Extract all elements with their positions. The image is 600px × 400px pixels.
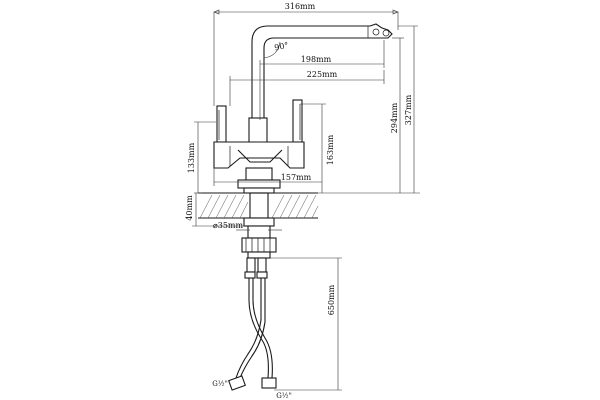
base-ring <box>243 187 275 194</box>
hose-left-inner <box>239 278 266 379</box>
label-spout-reach-outer: 225mm <box>307 70 338 79</box>
fitting-left-nut <box>228 375 246 391</box>
hose-left-outer <box>235 278 262 379</box>
label-body-height-right: 163mm <box>326 134 335 165</box>
label-hole-diameter: ⌀35mm <box>213 221 244 230</box>
spout-outer-edge <box>251 25 370 120</box>
shank <box>249 192 269 219</box>
hose-right-inner <box>252 278 273 379</box>
base-flange <box>237 179 281 189</box>
hatch-right <box>271 194 319 219</box>
body-center-detail <box>237 149 283 163</box>
countertop <box>198 192 319 219</box>
aerator-right <box>382 29 390 37</box>
dimension-labels: 316mm 90° 198mm 225mm 294mm 327mm 133mm … <box>185 2 413 400</box>
spout-inner-edge <box>263 37 372 120</box>
supply-hoses <box>228 257 277 391</box>
hose-connector-right <box>257 257 267 273</box>
fixing-bottom <box>247 251 271 259</box>
spout <box>251 23 393 120</box>
fixing-sleeve <box>247 225 271 239</box>
label-spout-height: 294mm <box>390 102 399 133</box>
right-lever <box>292 99 303 143</box>
label-spout-angle: 90° <box>274 41 290 53</box>
label-spout-reach-inner: 198mm <box>301 55 332 64</box>
handles <box>216 99 303 145</box>
spout-tip <box>369 23 393 39</box>
label-overall-reach: 316mm <box>285 2 316 11</box>
fixing-washer <box>243 217 275 227</box>
label-body-width: 157mm <box>281 173 312 182</box>
dimension-lines <box>192 9 420 391</box>
hose-right-outer <box>248 278 269 379</box>
label-fitting-left: G½" <box>212 380 228 388</box>
label-body-height-left: 133mm <box>187 142 196 173</box>
label-hose-length: 650mm <box>327 284 336 315</box>
faucet-body <box>213 141 305 194</box>
angle-arc <box>263 41 281 59</box>
fixing-assembly <box>241 217 277 259</box>
fitting-right-nut <box>261 377 277 389</box>
label-fitting-right: G½" <box>276 392 292 400</box>
body-neck <box>245 167 273 181</box>
aerator-left <box>372 28 380 36</box>
hatch-left <box>199 194 249 219</box>
left-lever <box>216 105 227 143</box>
spout-base-column <box>248 117 268 145</box>
fixing-nut <box>241 237 277 253</box>
hose-connector-left <box>246 257 256 273</box>
body-housing <box>213 141 305 169</box>
label-mount-thickness: 40mm <box>185 195 194 221</box>
label-total-height: 327mm <box>404 94 413 125</box>
